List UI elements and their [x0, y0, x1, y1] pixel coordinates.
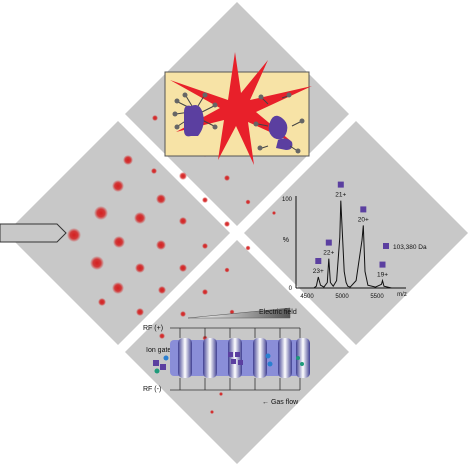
spectrum-trace-0: [313, 200, 392, 289]
y-top-label: 100: [282, 197, 293, 203]
legend-label: 103,380 Da: [393, 244, 427, 251]
ion-gate-label: Ion gate: [146, 347, 171, 354]
y-zero-label: 0: [289, 286, 293, 292]
peak-marker-3: [360, 206, 367, 213]
drift-rings: [170, 338, 310, 378]
x-tick-5500: 5500: [370, 294, 384, 300]
left-panel: [6, 121, 230, 345]
rf-minus-label: RF (-): [143, 386, 161, 393]
x-axis-label: m/z: [397, 292, 407, 298]
x-tick-4500: 4500: [300, 294, 314, 300]
protein-complex-left-icon: [172, 92, 218, 137]
peak-label-2: 21+: [335, 192, 346, 199]
rf-minus-bus: [170, 378, 301, 391]
gas-flow-label: ← Gas flow: [262, 399, 299, 406]
rf-plus-bus: [170, 327, 301, 338]
peak-marker-4: [379, 261, 386, 268]
spray-emitter: [0, 223, 67, 243]
protein-complex-right-icon: [253, 92, 305, 154]
peak-label-0: 23+: [313, 268, 324, 275]
peak-marker-1: [325, 239, 332, 246]
y-axis-label: %: [283, 237, 289, 244]
peak-label-4: 19+: [377, 272, 388, 279]
laser-desorption-panel: [164, 52, 312, 165]
ion-packets: [153, 352, 304, 374]
peak-label-1: 22+: [323, 250, 334, 257]
peak-label-3: 20+: [358, 216, 369, 223]
electric-field-label: Electric field: [259, 309, 297, 316]
legend-swatch: [383, 243, 389, 249]
rf-plus-label: RF (+): [143, 325, 163, 332]
peak-marker-2: [337, 181, 344, 188]
x-tick-5000: 5000: [335, 294, 349, 300]
mass-spectrum: 100 0 % 4500 5000 5500 m/z 23+ 22+ 21+ 20+ 1…: [282, 181, 427, 300]
electric-field-wedge: [187, 307, 291, 319]
peak-marker-0: [315, 258, 322, 264]
right-panel: [244, 121, 468, 345]
laser-burst-icon: [170, 52, 312, 165]
drift-cell: Electric field RF (+) Ion gate: [143, 307, 310, 406]
